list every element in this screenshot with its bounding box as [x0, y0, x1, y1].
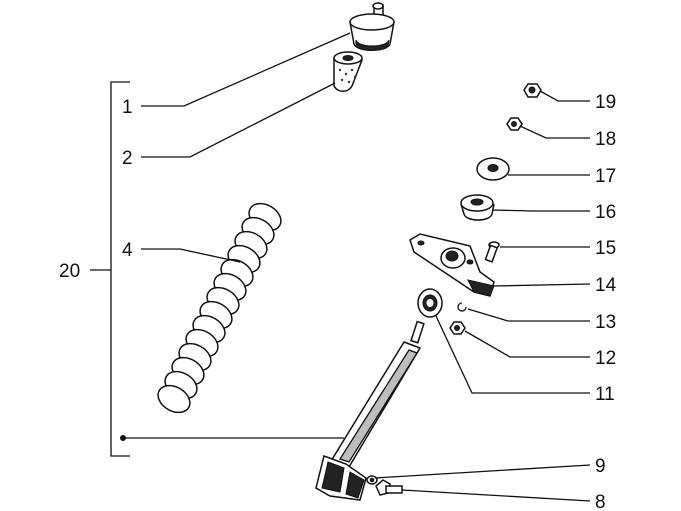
label-18: 18 [595, 129, 616, 150]
part-washer-9 [366, 475, 378, 485]
label-20: 20 [59, 261, 80, 282]
label-2: 2 [122, 148, 133, 169]
part-nut-18 [506, 117, 523, 131]
label-4: 4 [122, 240, 133, 261]
part-washer-17 [476, 157, 510, 181]
part-nut-12 [449, 321, 466, 335]
label-16: 16 [595, 202, 616, 223]
label-15: 15 [595, 238, 616, 259]
part-bearing-11 [417, 288, 443, 318]
part-labels: 1 2 4 20 19 18 17 16 15 14 13 12 11 9 8 [59, 92, 617, 511]
label-9: 9 [595, 456, 606, 477]
part-nut-19 [523, 83, 542, 98]
part-bump-stop [333, 51, 363, 92]
part-bolt-8 [375, 479, 403, 496]
part-circlip-13 [457, 302, 467, 312]
label-17: 17 [595, 166, 616, 187]
assembly-dot [120, 435, 126, 441]
label-19: 19 [595, 92, 616, 113]
part-top-mount [349, 2, 395, 51]
part-bushing-16 [460, 194, 495, 221]
part-damper-body [315, 320, 425, 501]
label-11: 11 [595, 384, 615, 405]
assembly-bracket [90, 81, 130, 457]
part-coil-spring [157, 202, 282, 414]
part-bracket-14 [409, 233, 495, 297]
leader-lines [123, 32, 591, 502]
label-12: 12 [595, 348, 616, 369]
label-8: 8 [595, 492, 606, 511]
label-1: 1 [122, 97, 133, 118]
part-bolt-15 [484, 241, 500, 263]
label-13: 13 [595, 312, 616, 333]
label-14: 14 [595, 275, 617, 296]
